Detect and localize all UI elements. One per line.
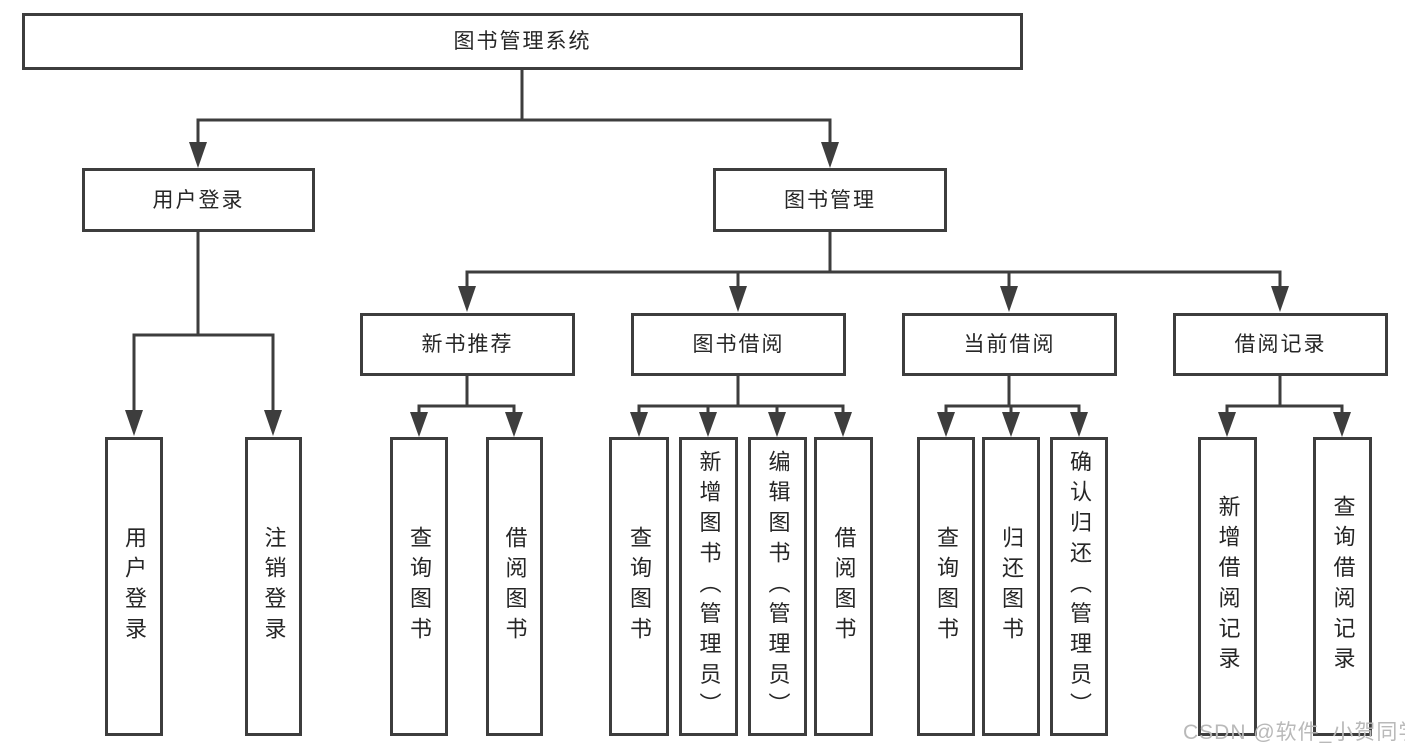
connector-borrowing-records: [1218, 374, 1351, 437]
leaf-current-return-books: 归还图书: [982, 437, 1040, 736]
node-current-borrowing: 当前借阅: [902, 313, 1117, 376]
leaf-borrowing-add-books-admin: 新增图书（管理员）: [679, 437, 738, 736]
leaf-logout-label: 注销登录: [261, 525, 287, 648]
leaf-user-login-label: 用户登录: [122, 525, 147, 648]
watermark: CSDN @软件_小贺同学: [1183, 721, 1405, 744]
connector-new-book-recommend: [410, 374, 523, 437]
leaf-borrowing-edit-books-admin: 编辑图书（管理员）: [748, 437, 807, 736]
leaf-newrec-borrow-books-label: 借阅图书: [502, 525, 528, 648]
node-book-management-branch: 图书管理: [713, 168, 947, 232]
connector-user-login-branch: [125, 230, 282, 436]
node-book-borrowing-label: 图书借阅: [692, 333, 785, 356]
node-book-management-branch-label: 图书管理: [784, 188, 876, 212]
node-book-borrowing: 图书借阅: [631, 313, 846, 376]
leaf-borrowing-add-books-admin-label: 新增图书（管理员）: [696, 449, 722, 724]
leaf-borrowing-search-books-label: 查询图书: [627, 525, 652, 648]
node-new-book-recommend-label: 新书推荐: [421, 333, 514, 356]
leaf-current-search-books-label: 查询图书: [934, 525, 959, 648]
node-root-label: 图书管理系统: [453, 30, 592, 53]
leaf-current-search-books: 查询图书: [917, 437, 975, 736]
leaf-borrowing-borrow-books-label: 借阅图书: [831, 525, 857, 648]
connector-root-to-level2: [189, 68, 839, 168]
leaf-borrowing-borrow-books: 借阅图书: [814, 437, 873, 736]
leaf-newrec-search-books-label: 查询图书: [407, 525, 432, 648]
leaf-records-add-record: 新增借阅记录: [1198, 437, 1257, 736]
node-borrowing-records: 借阅记录: [1173, 313, 1388, 376]
leaf-current-return-books-label: 归还图书: [999, 525, 1024, 648]
node-borrowing-records-label: 借阅记录: [1234, 333, 1327, 356]
leaf-current-confirm-return-admin-label: 确认归还（管理员）: [1067, 449, 1092, 724]
node-current-borrowing-label: 当前借阅: [963, 333, 1056, 356]
leaf-records-add-record-label: 新增借阅记录: [1215, 495, 1241, 678]
leaf-user-login: 用户登录: [105, 437, 163, 736]
node-user-login-branch-label: 用户登录: [152, 188, 245, 212]
leaf-logout: 注销登录: [245, 437, 302, 736]
connector-book-management-branch: [458, 230, 1289, 312]
leaf-current-confirm-return-admin: 确认归还（管理员）: [1050, 437, 1108, 736]
node-root: 图书管理系统: [22, 13, 1023, 70]
leaf-borrowing-search-books: 查询图书: [609, 437, 669, 736]
leaf-borrowing-edit-books-admin-label: 编辑图书（管理员）: [765, 449, 791, 724]
leaf-records-search-record: 查询借阅记录: [1313, 437, 1372, 736]
connector-current-borrowing: [937, 374, 1088, 437]
leaf-records-search-record-label: 查询借阅记录: [1330, 495, 1356, 678]
node-user-login-branch: 用户登录: [82, 168, 315, 232]
leaf-newrec-borrow-books: 借阅图书: [486, 437, 543, 736]
connector-book-borrowing: [630, 374, 852, 437]
node-new-book-recommend: 新书推荐: [360, 313, 575, 376]
leaf-newrec-search-books: 查询图书: [390, 437, 448, 736]
